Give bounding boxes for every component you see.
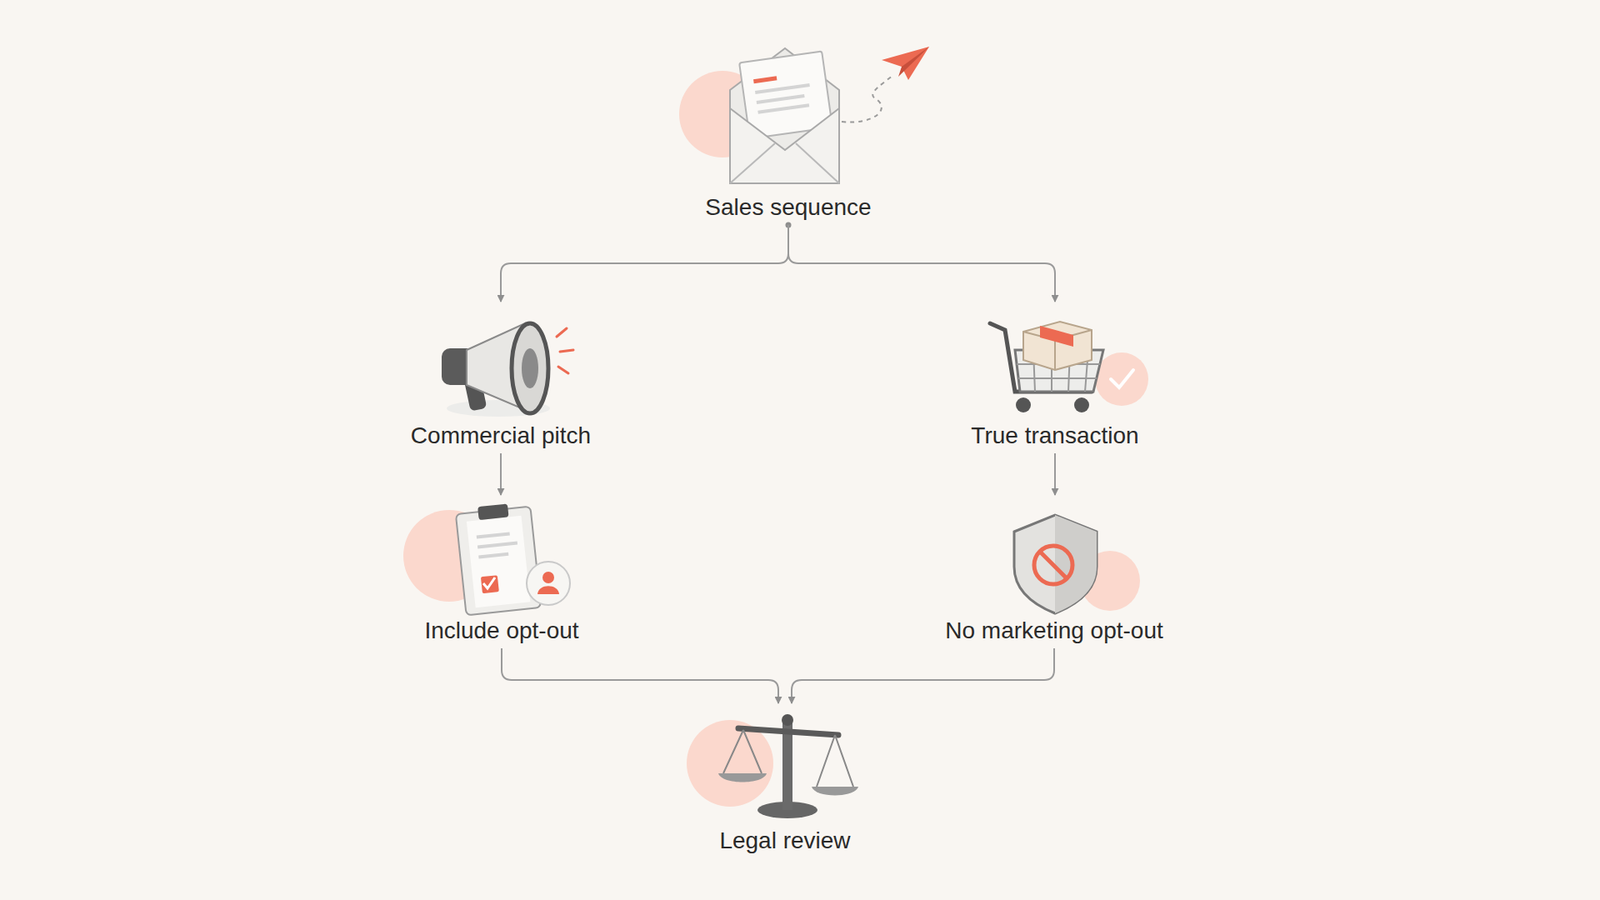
node-label: Include opt-out <box>420 616 582 645</box>
flow-connector <box>500 225 789 302</box>
megaphone-icon <box>441 323 574 417</box>
flow-connector <box>1054 453 1056 495</box>
icon-node: Commercial pitch <box>342 301 660 450</box>
clipboard-icon <box>403 503 570 615</box>
icon-space <box>630 41 947 194</box>
icon-space <box>895 495 1213 617</box>
icon-space <box>896 301 1214 422</box>
icon-node: Sales sequence <box>630 41 947 222</box>
envelope-icon <box>679 46 930 184</box>
flow-connector <box>501 648 779 704</box>
icon-node: Legal review <box>626 703 944 855</box>
icon-space <box>342 301 660 422</box>
icon-node: Include opt-out <box>343 495 660 645</box>
flow-connector <box>791 648 1055 704</box>
icon-node: True transaction <box>896 301 1214 450</box>
node-label: Sales sequence <box>701 193 875 222</box>
icon-space <box>626 703 944 827</box>
node-label: Legal review <box>715 826 854 855</box>
scales-icon <box>686 714 859 819</box>
flow-connector <box>788 225 1055 302</box>
node-label: Commercial pitch <box>407 421 595 450</box>
icon-space <box>343 495 660 617</box>
shield-icon <box>1014 515 1140 614</box>
node-label: No marketing opt-out <box>941 616 1166 645</box>
icon-node: No marketing opt-out <box>895 495 1213 645</box>
flow-connector <box>500 453 502 495</box>
cart-icon <box>990 321 1149 413</box>
node-label: True transaction <box>967 421 1142 450</box>
